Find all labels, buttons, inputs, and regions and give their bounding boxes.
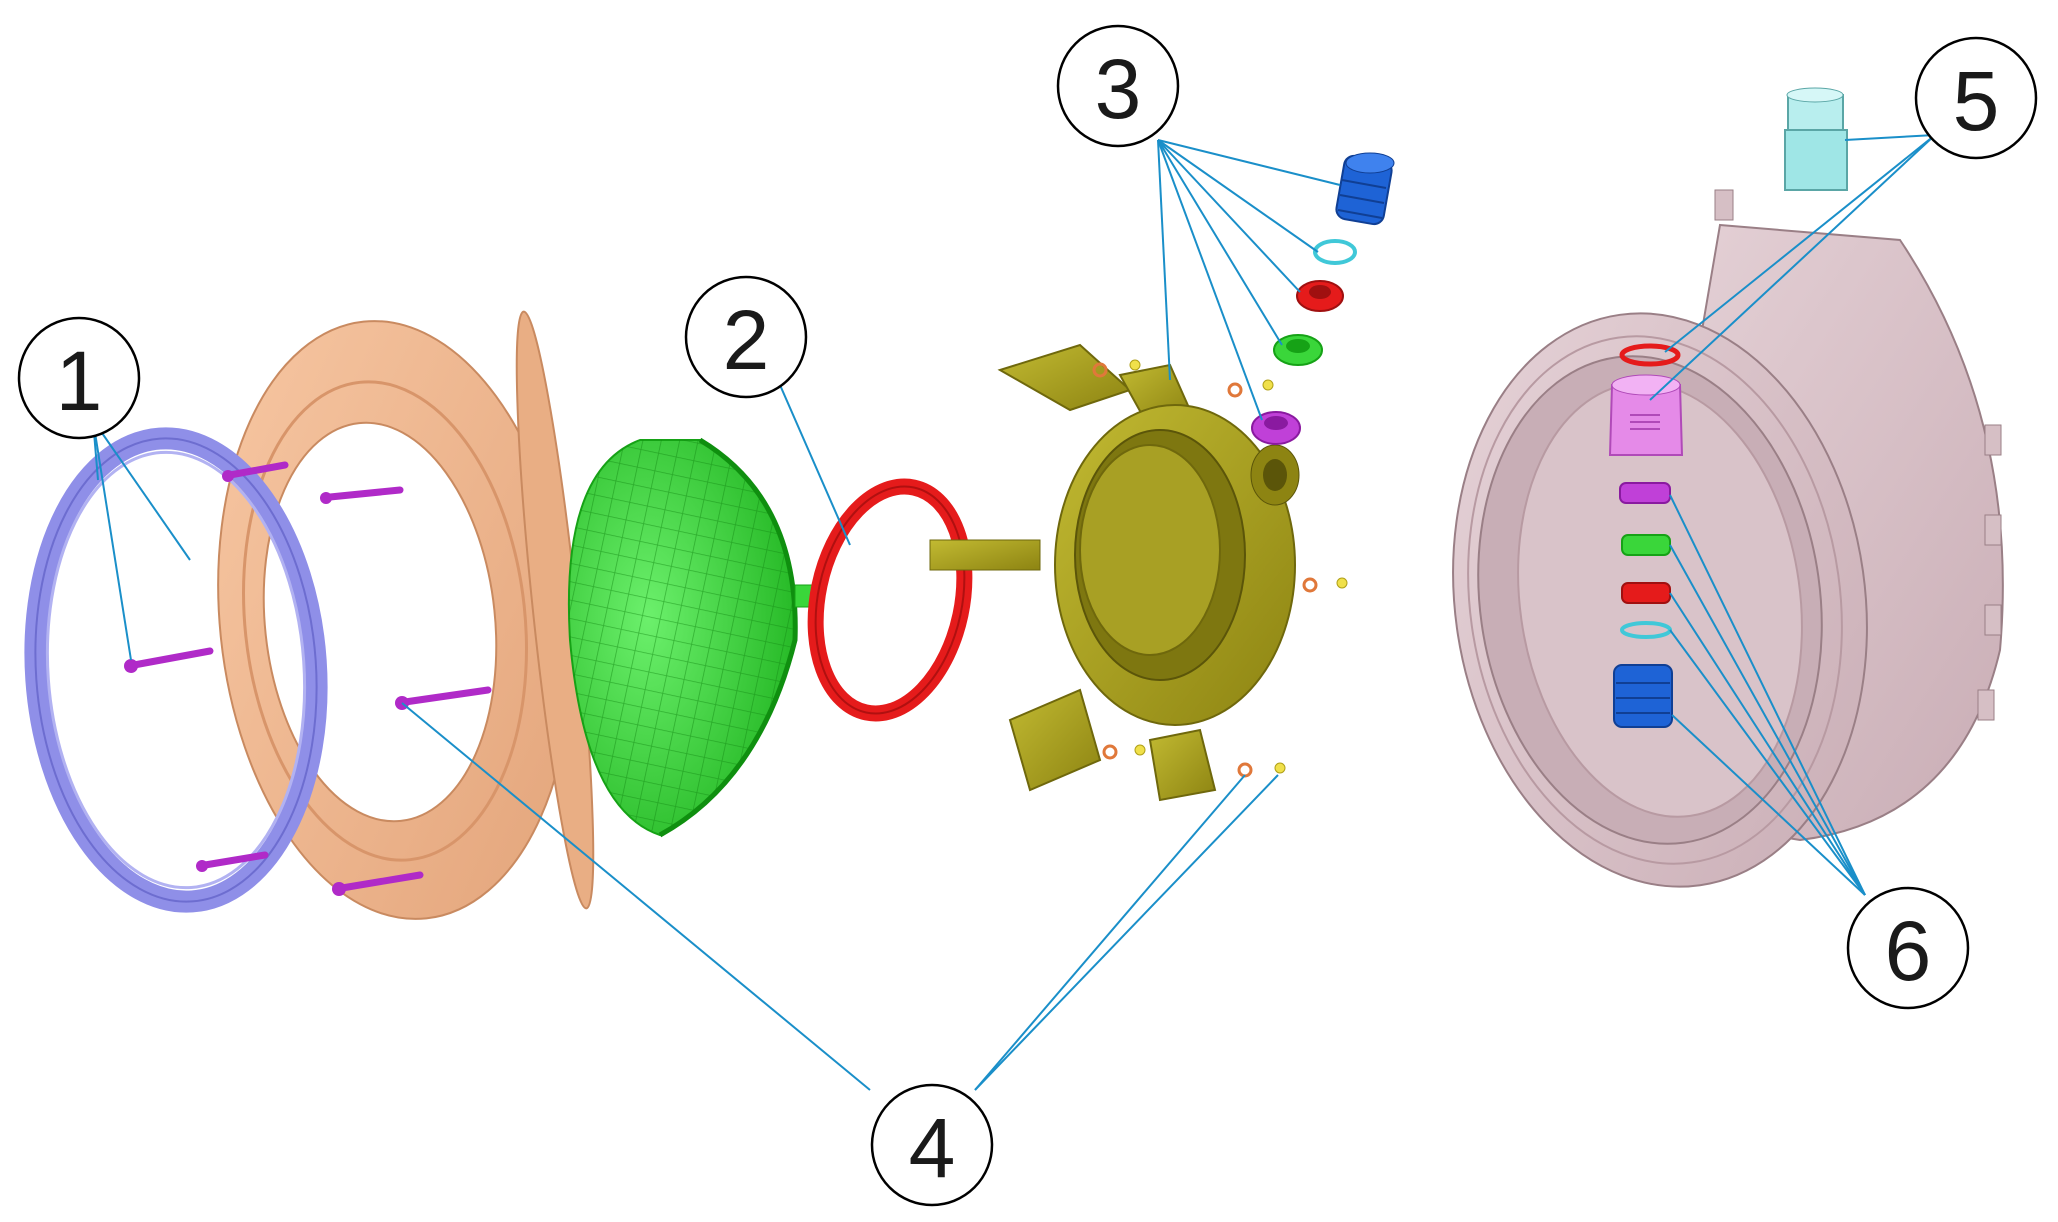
conduit-fitting (1784, 87, 1848, 191)
bracket-nuts (1092, 359, 1348, 778)
callout-5: 5 (1914, 36, 2038, 160)
trim-ring (24, 427, 328, 913)
faceplate (217, 310, 595, 920)
niche-gland-set (1608, 343, 1684, 728)
lamp-bracket (929, 343, 1300, 802)
callout-1: 1 (17, 316, 141, 440)
lamp (567, 437, 814, 838)
gasket-o-ring (807, 478, 973, 722)
callout-3-label: 3 (1095, 42, 1142, 136)
leader-lines (92, 134, 1936, 1091)
callout-2-label: 2 (723, 293, 770, 387)
niche-housing (1452, 189, 2004, 888)
callout-6: 6 (1846, 886, 1970, 1010)
callout-6-label: 6 (1885, 904, 1932, 998)
callout-3: 3 (1056, 24, 1180, 148)
callout-1-label: 1 (56, 334, 103, 428)
callout-4: 4 (870, 1083, 994, 1207)
callout-4-label: 4 (909, 1101, 956, 1195)
callout-2: 2 (684, 275, 808, 399)
callout-5-label: 5 (1953, 54, 2000, 148)
cable-gland-set (1251, 152, 1395, 445)
